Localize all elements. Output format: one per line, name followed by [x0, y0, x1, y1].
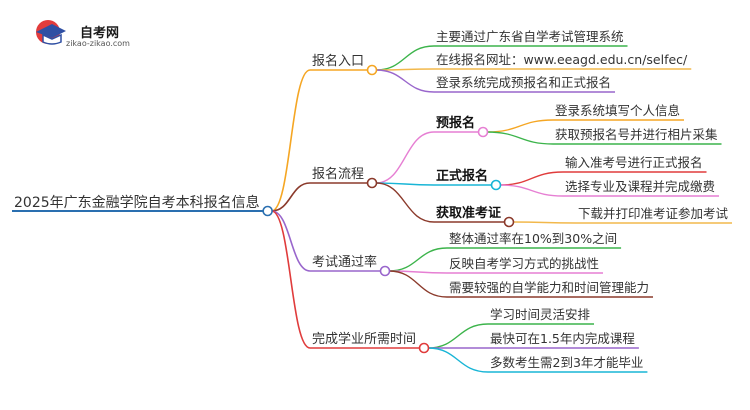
leaf-fastest-completion: 最快可在1.5年内完成课程	[490, 331, 635, 346]
leaf-challenge: 反映自考学习方式的挑战性	[449, 256, 600, 271]
root-topic: 2025年广东金融学院自考本科报名信息	[14, 195, 260, 211]
node-pre-registration: 预报名	[436, 116, 476, 131]
child-node-circle-1-2	[503, 216, 515, 228]
branch-node-circle-0	[366, 64, 378, 76]
leaf-choose-major-pay: 选择专业及课程并完成缴费	[565, 179, 716, 194]
node-get-admission-ticket: 获取准考证	[436, 206, 502, 221]
site-logo: 自考网 zikao-zikao.com	[30, 12, 140, 52]
leaf-enter-exam-number: 输入准考号进行正式报名	[565, 155, 703, 170]
root-node-circle	[262, 205, 273, 217]
child-to-grandchild-edge-1-1-0	[500, 171, 564, 186]
logo-name: 自考网	[80, 26, 120, 41]
leaf-flexible-time: 学习时间灵活安排	[490, 307, 591, 322]
leaf-photo-collection: 获取预报名号并进行相片采集	[555, 127, 718, 142]
branch-registration-entry: 报名入口	[312, 54, 365, 69]
leaf-registration-url: 在线报名网址：www.eeagd.edu.cn/selfec/	[436, 52, 688, 67]
leaf-print-ticket: 下载并打印准考证参加考试	[578, 206, 729, 221]
branch-pass-rate: 考试通过率	[312, 255, 378, 270]
branch-to-child-edge-0-2	[376, 69, 435, 93]
node-formal-registration: 正式报名	[436, 169, 489, 184]
branch-to-child-edge-3-2	[428, 347, 489, 373]
branch-node-circle-3	[418, 342, 430, 354]
leaf-fill-personal-info: 登录系统填写个人信息	[555, 103, 681, 118]
branch-to-child-edge-1-2	[376, 182, 435, 223]
child-to-grandchild-edge-1-0-1	[487, 131, 554, 145]
leaf-self-study-ability: 需要较强的自学能力和时间管理能力	[449, 280, 650, 295]
leaf-management-system: 主要通过广东省自学考试管理系统	[436, 29, 624, 44]
child-to-grandchild-edge-1-0-0	[487, 119, 554, 133]
branch-to-child-edge-0-0	[376, 45, 435, 71]
graduation-cap-icon	[36, 20, 66, 45]
branch-registration-process: 报名流程	[312, 167, 365, 182]
branch-to-child-edge-3-0	[428, 323, 489, 349]
child-node-circle-1-0	[477, 126, 489, 138]
leaf-overall-pass-rate: 整体通过率在10%到30%之间	[449, 231, 618, 246]
root-to-branch-edge-0	[271, 69, 311, 212]
branch-completion-time: 完成学业所需时间	[312, 332, 417, 347]
branch-node-circle-2	[379, 265, 391, 277]
child-to-grandchild-edge-1-2-0	[513, 221, 577, 224]
leaf-typical-duration: 多数考生需2到3年才能毕业	[490, 355, 644, 370]
branch-to-child-edge-1-0	[375, 131, 435, 184]
child-to-grandchild-edge-1-1-1	[500, 184, 564, 197]
root-to-branch-edge-3	[271, 210, 311, 349]
leaf-login-register: 登录系统完成预报名和正式报名	[436, 75, 612, 90]
branch-node-circle-1	[366, 177, 378, 189]
logo-url: zikao-zikao.com	[66, 39, 130, 48]
branch-to-child-edge-2-2	[389, 270, 448, 298]
branch-to-child-edge-2-0	[389, 247, 448, 272]
child-node-circle-1-1	[490, 179, 502, 191]
root-to-branch-edge-1	[271, 182, 311, 212]
root-to-branch-edge-2	[271, 210, 311, 272]
